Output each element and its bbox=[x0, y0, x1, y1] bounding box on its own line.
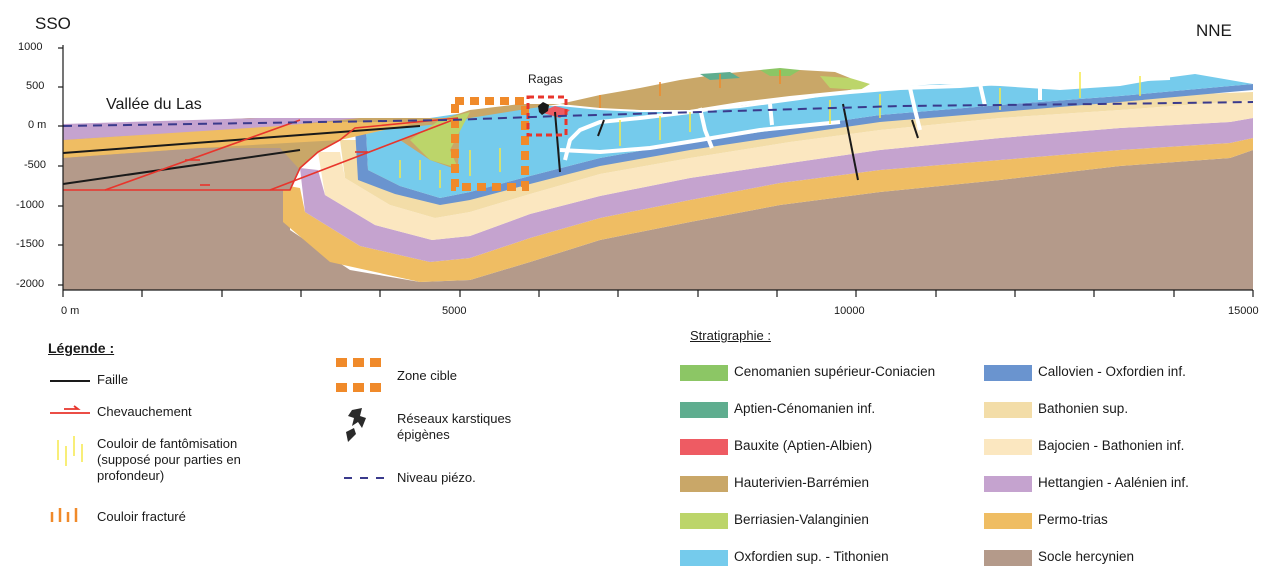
ragas-karst-icon bbox=[538, 102, 549, 115]
legend-fantomisation-symbol bbox=[57, 436, 83, 466]
legend-fantomisation-label: Couloir de fantômisation (supposé pour p… bbox=[97, 436, 241, 483]
target-zone bbox=[451, 97, 529, 191]
strat-swatch bbox=[680, 476, 728, 492]
x-tick-label: 10000 bbox=[834, 305, 865, 317]
strat-swatch bbox=[984, 402, 1032, 418]
legend-faille-label: Faille bbox=[97, 372, 129, 387]
strat-label: Bauxite (Aptien-Albien) bbox=[734, 438, 873, 453]
y-tick-label: 500 bbox=[26, 80, 45, 92]
layer-hettangien-aalenien bbox=[300, 118, 1253, 262]
strat-label: Cenomanien supérieur-Coniacien bbox=[734, 364, 936, 379]
strat-swatch bbox=[680, 365, 728, 381]
stratigraphie-title: Stratigraphie : bbox=[690, 328, 771, 343]
strat-label: Oxfordien sup. - Tithonien bbox=[734, 549, 889, 564]
legend-title: Légende : bbox=[48, 340, 115, 356]
strat-label: Callovien - Oxfordien inf. bbox=[1038, 364, 1186, 379]
layer-hauterivien-barremien bbox=[410, 70, 860, 140]
x-tick-label: 5000 bbox=[442, 305, 467, 317]
strat-swatch bbox=[680, 513, 728, 529]
strat-swatch bbox=[680, 550, 728, 566]
strat-label: Hauterivien-Barrémien bbox=[734, 475, 870, 490]
y-tick-label: 1000 bbox=[18, 41, 43, 53]
strat-label: Socle hercynien bbox=[1038, 549, 1135, 564]
x-tick-label: 0 m bbox=[61, 305, 80, 317]
legend-fracture-label: Couloir fracturé bbox=[97, 509, 186, 524]
y-tick-label: -1000 bbox=[16, 199, 45, 211]
strat-swatch bbox=[984, 439, 1032, 455]
orientation-left-label: SSO bbox=[35, 14, 71, 33]
layer-socle-hercynien bbox=[63, 150, 1253, 290]
strat-swatch bbox=[984, 550, 1032, 566]
target-zone-small bbox=[526, 95, 568, 137]
y-tick-label: -1500 bbox=[16, 238, 45, 250]
faults bbox=[62, 103, 919, 185]
y-tick-label: -2000 bbox=[16, 278, 45, 290]
legend-niveau-label: Niveau piézo. bbox=[397, 470, 476, 485]
layer-bajocien-bathonien bbox=[318, 100, 1253, 240]
strat-swatch bbox=[680, 402, 728, 418]
legend-fracture-symbol bbox=[50, 508, 78, 522]
strat-label: Aptien-Cénomanien inf. bbox=[734, 401, 876, 416]
legend-zone-cible-symbol bbox=[336, 358, 381, 392]
strat-label: Permo-trias bbox=[1038, 512, 1108, 527]
strat-swatch bbox=[680, 439, 728, 455]
valley-label: Vallée du Las bbox=[106, 96, 202, 113]
strat-swatch bbox=[984, 476, 1032, 492]
fractured-corridors bbox=[599, 70, 781, 108]
legend-thrust-symbol bbox=[50, 405, 90, 414]
strat-label: Bajocien - Bathonien inf. bbox=[1038, 438, 1185, 453]
layer-callovien-oxfordien bbox=[355, 84, 1253, 205]
legend-zone-cible-label: Zone cible bbox=[397, 368, 457, 383]
y-tick-label: -500 bbox=[24, 159, 47, 171]
strat-swatch bbox=[984, 365, 1032, 381]
legend-karst-icon bbox=[346, 408, 366, 442]
strat-label: Hettangien - Aalénien inf. bbox=[1038, 475, 1189, 490]
layer-berriasien-top bbox=[820, 76, 870, 90]
fantomisation-corridors bbox=[399, 72, 1141, 188]
strat-label: Berriasien-Valanginien bbox=[734, 512, 869, 527]
x-tick-label: 15000 bbox=[1228, 305, 1259, 317]
layer-western-hettangien bbox=[63, 118, 360, 140]
thrusts bbox=[63, 117, 459, 191]
legend-chevauchement-label: Chevauchement bbox=[97, 404, 192, 419]
x-axis bbox=[62, 289, 1254, 297]
y-axis bbox=[58, 45, 64, 290]
piezometric-level bbox=[62, 101, 1254, 127]
karst-networks bbox=[559, 76, 1171, 161]
y-tick-label: 0 m bbox=[28, 119, 47, 131]
ragas-label: Ragas bbox=[528, 72, 563, 86]
legend-reseaux-label: Réseaux karstiques épigènes bbox=[397, 411, 512, 442]
orientation-right-label: NNE bbox=[1196, 21, 1232, 40]
layer-permo-trias bbox=[283, 138, 1253, 282]
layer-bathonien-sup bbox=[340, 92, 1253, 218]
strat-swatch bbox=[984, 513, 1032, 529]
strat-label: Bathonien sup. bbox=[1038, 401, 1129, 416]
